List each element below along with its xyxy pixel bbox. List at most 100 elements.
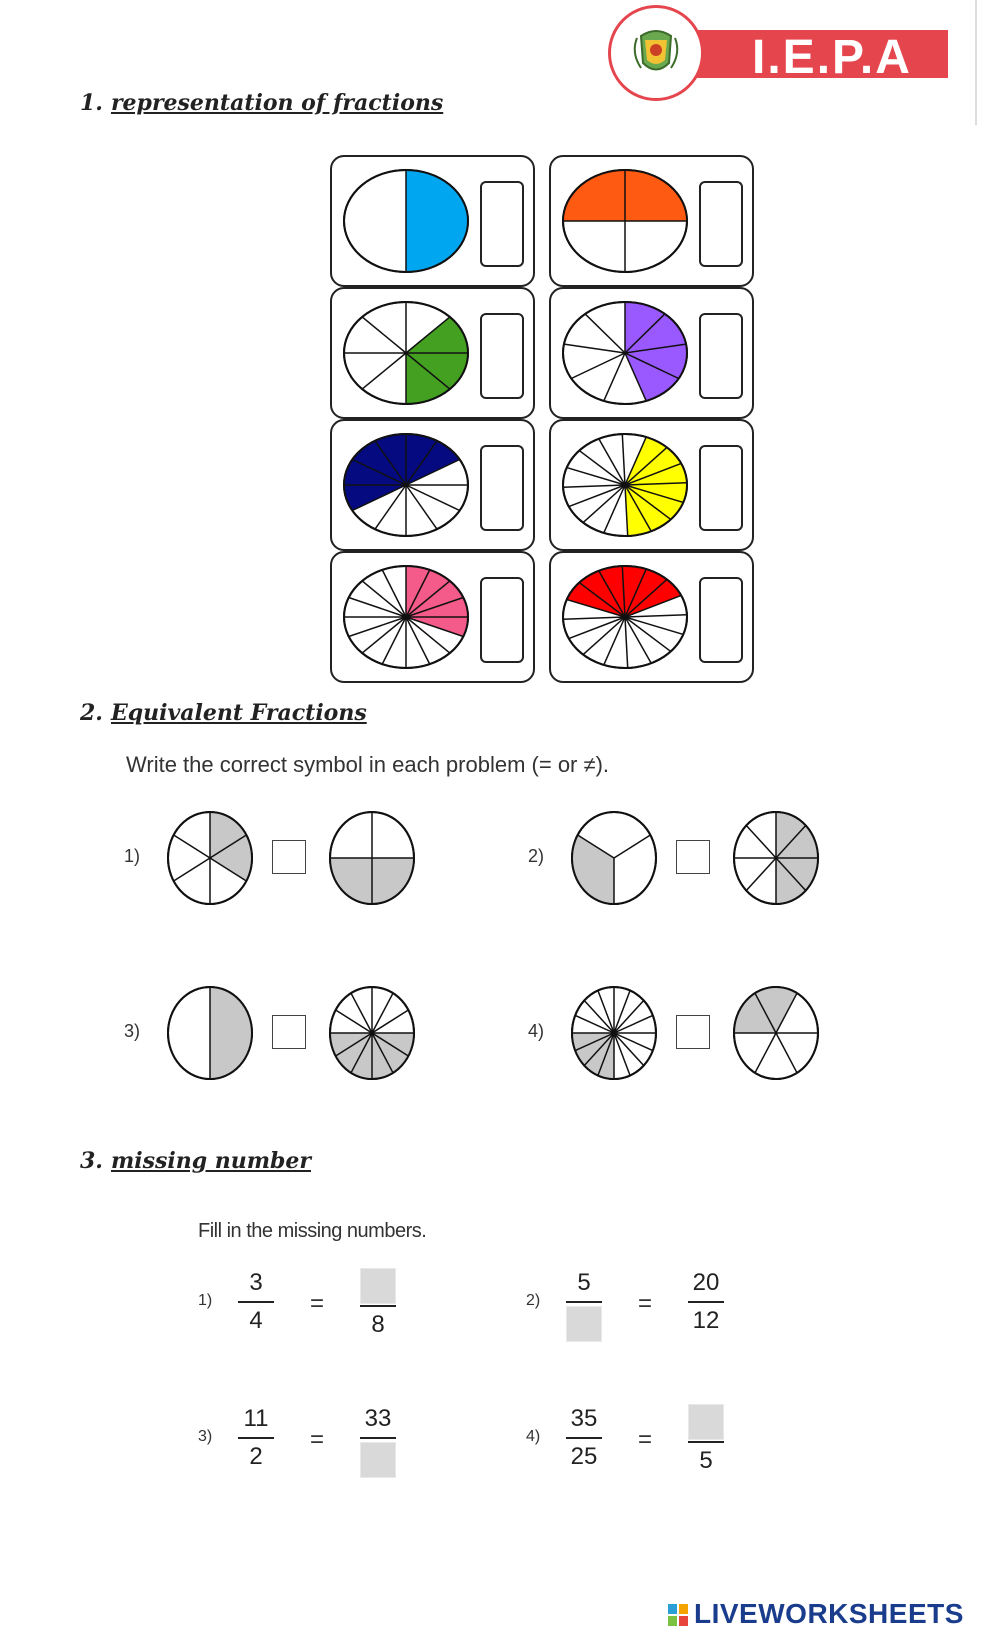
missing-number-input[interactable] bbox=[360, 1268, 396, 1304]
slice-divider bbox=[624, 568, 647, 618]
missing-number-input[interactable] bbox=[566, 1306, 602, 1342]
shaded-slice bbox=[625, 485, 671, 532]
fraction-answer-box[interactable] bbox=[699, 313, 743, 399]
problem-number: 3) bbox=[124, 1021, 141, 1041]
slice-divider bbox=[621, 566, 626, 618]
slice-divider bbox=[624, 352, 647, 402]
slice-divider bbox=[624, 594, 682, 618]
shaded-slice bbox=[406, 569, 450, 617]
shaded-slice bbox=[352, 440, 406, 485]
section-1-heading: 1.representation of fractions bbox=[80, 90, 443, 116]
fraction-answer-box[interactable] bbox=[699, 577, 743, 663]
slice-divider bbox=[624, 482, 687, 486]
right-fraction: 8 bbox=[358, 1268, 398, 1340]
missing-number-input[interactable] bbox=[688, 1404, 724, 1440]
fraction-card bbox=[330, 419, 535, 551]
left-fraction-circle bbox=[571, 811, 657, 905]
slice-divider bbox=[624, 462, 682, 486]
shaded-slice bbox=[210, 835, 252, 881]
shaded-slice bbox=[406, 580, 464, 617]
slice-divider bbox=[574, 1014, 615, 1034]
slice-divider bbox=[405, 458, 461, 486]
shaded-slice bbox=[406, 170, 468, 272]
fraction-bar bbox=[566, 1437, 602, 1439]
section-2-title: Equivalent Fractions bbox=[110, 700, 367, 726]
slice-divider bbox=[350, 1032, 373, 1074]
problem-number: 4) bbox=[528, 1021, 545, 1041]
slice-divider bbox=[371, 992, 394, 1034]
shaded-slice bbox=[330, 1033, 372, 1056]
shaded-slice bbox=[755, 987, 797, 1033]
fraction-bar bbox=[566, 1301, 602, 1303]
slice-divider bbox=[775, 857, 807, 892]
slice-divider bbox=[381, 616, 407, 665]
shaded-slice bbox=[335, 1033, 372, 1073]
symbol-answer-box[interactable] bbox=[272, 840, 306, 874]
slice-divider bbox=[775, 1032, 798, 1074]
slice-divider bbox=[613, 834, 651, 859]
slice-divider bbox=[624, 484, 684, 504]
problem-number: 3) bbox=[198, 1428, 213, 1445]
slice-divider bbox=[405, 580, 451, 618]
shaded-slice bbox=[575, 1033, 614, 1066]
slice-divider bbox=[603, 616, 626, 666]
right-fraction-circle bbox=[733, 811, 819, 905]
fraction-answer-box[interactable] bbox=[480, 313, 524, 399]
slice-divider bbox=[624, 313, 666, 354]
symbol-answer-box[interactable] bbox=[676, 840, 710, 874]
numerator: 11 bbox=[243, 1405, 269, 1432]
symbol-answer-box[interactable] bbox=[676, 1015, 710, 1049]
slice-divider bbox=[577, 834, 615, 859]
missing-number-input[interactable] bbox=[360, 1442, 396, 1478]
fraction-answer-box[interactable] bbox=[480, 181, 524, 267]
liveworksheets-brand: LIVEWORKSHEETS bbox=[694, 1598, 964, 1629]
fraction-answer-box[interactable] bbox=[480, 445, 524, 531]
slice-divider bbox=[209, 857, 247, 882]
fraction-bar bbox=[360, 1305, 396, 1307]
slice-divider bbox=[613, 1032, 645, 1067]
fraction-card bbox=[549, 155, 754, 287]
slice-divider bbox=[563, 484, 626, 488]
equals-sign: = bbox=[310, 1290, 325, 1317]
slice-divider bbox=[624, 616, 652, 664]
slice-divider bbox=[351, 458, 407, 486]
symbol-answer-box[interactable] bbox=[272, 1015, 306, 1049]
fraction-circle bbox=[562, 169, 688, 273]
shaded-slice bbox=[625, 485, 684, 520]
shaded-slice bbox=[344, 459, 406, 485]
numerator: 3 bbox=[249, 1269, 263, 1296]
shaded-slice bbox=[372, 1033, 409, 1073]
section-1-number: 1. bbox=[80, 90, 103, 116]
slice-divider bbox=[361, 616, 407, 654]
right-fraction-circle bbox=[329, 811, 415, 905]
numerator: 20 bbox=[692, 1269, 720, 1296]
section-3-number: 3. bbox=[80, 1148, 103, 1174]
slice-divider bbox=[563, 343, 626, 354]
fraction-circle bbox=[343, 169, 469, 273]
slice-divider bbox=[374, 440, 407, 486]
section-3-title: missing number bbox=[110, 1148, 312, 1174]
slice-divider bbox=[582, 484, 626, 524]
fraction-bar bbox=[688, 1301, 724, 1303]
fraction-bar bbox=[238, 1437, 274, 1439]
denominator: 8 bbox=[371, 1311, 385, 1338]
fraction-answer-box[interactable] bbox=[699, 445, 743, 531]
slice-divider bbox=[613, 1014, 654, 1034]
section-2-number: 2. bbox=[80, 700, 103, 726]
shaded-slice bbox=[625, 437, 667, 485]
fraction-circle bbox=[562, 565, 688, 669]
slice-divider bbox=[335, 1032, 373, 1057]
fraction-answer-box[interactable] bbox=[699, 181, 743, 267]
slice-divider bbox=[405, 316, 451, 354]
fraction-bar bbox=[360, 1437, 396, 1439]
left-fraction-circle bbox=[167, 811, 253, 905]
fraction-answer-box[interactable] bbox=[480, 577, 524, 663]
fraction-card bbox=[549, 287, 754, 419]
slice-divider bbox=[624, 616, 672, 653]
slice-divider bbox=[568, 616, 626, 640]
shaded-slice bbox=[625, 569, 667, 617]
shaded-slice bbox=[625, 302, 665, 353]
